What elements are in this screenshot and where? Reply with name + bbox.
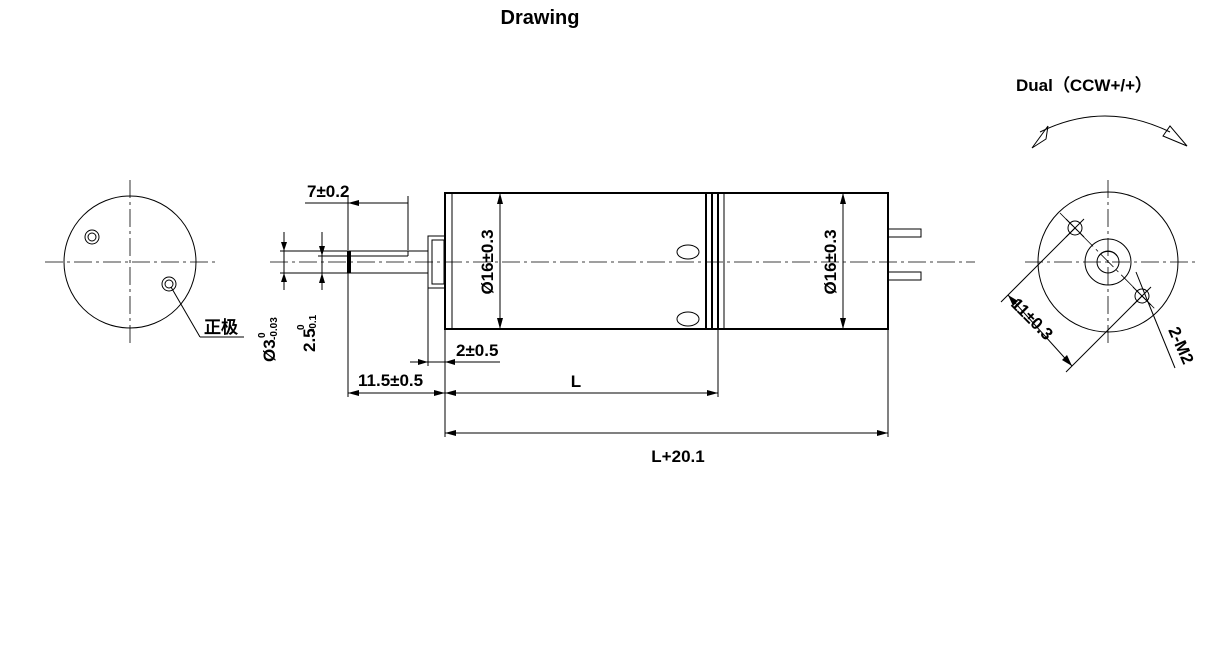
shaft-dia-arrow-bottom [281,273,287,282]
motor-dia-arrow-bottom [840,318,846,329]
terminal-hole-positive [161,276,177,292]
boss-length-label: 2±0.5 [456,341,498,360]
gearbox-hole-upper [676,244,700,260]
total-length-arrow-l [445,430,456,436]
shaft-length-arrow-r [434,390,445,396]
positive-leader-line [170,286,201,338]
flat-length-label: 7±0.2 [307,182,349,201]
gearbox-length-label: L [571,372,581,391]
drawing-title: Drawing [501,7,580,29]
shaft-diameter-lower-tol: -0.03 [269,317,280,340]
gearbox-length-arrow-r [707,390,718,396]
shaft-diameter-upper-tol: 0 [257,332,268,338]
shaft-length-arrow-l [348,390,359,396]
pitch-ext-lower [1065,295,1143,373]
flat-height-arrow-top [319,246,325,256]
positive-pole-label: 正极 [204,318,238,337]
m2-leader-to-center [1135,271,1149,303]
m2-leader-line [1147,301,1176,369]
flat-height-main: 2.5 [300,328,319,352]
motor-diameter-label: Ø16±0.3 [821,229,840,294]
mount-holes-diagonal [1059,212,1158,312]
shaft-diameter-main: Ø3 [260,339,279,362]
boss-length-arrow-l [418,359,428,365]
pitch-arrow-lower [1062,355,1072,366]
terminal-lower [887,271,922,281]
gearbox-dia-arrow-bottom [497,318,503,329]
shaft-diameter-label: Ø3 [260,339,279,362]
flat-height-lower-tol: -0.1 [308,314,319,332]
motor-body [717,192,889,330]
total-length-arrow-r [877,430,888,436]
pitch-arrow-upper [1008,295,1018,306]
boss-length-arrow-r [445,359,455,365]
shaft-dia-arrow-top [281,242,287,251]
rotation-arrow-right [1162,125,1188,147]
gearbox-dia-arrow-top [497,193,503,204]
front-end-view: Dual（CCW+/+） 11±0.3 2-M2 [1000,75,1197,373]
rotation-label: Dual（CCW+/+） [1016,75,1152,95]
total-length-label: L+20.1 [651,447,704,466]
terminal-hole-negative [84,229,100,245]
flat-height-upper-tol: 0 [296,324,307,330]
flat-height-arrow-bottom [319,273,325,283]
flat-length-arrow [348,200,359,206]
gearbox-length-arrow-l [445,390,456,396]
pitch-dimline [1007,294,1073,367]
gearbox-hole-lower [676,311,700,327]
shaft-tip [347,251,351,273]
front-boss-circle [1084,238,1132,286]
rotation-arc [1039,115,1171,133]
hole-pitch-label: 11±0.3 [1007,294,1056,343]
pitch-ext-upper [1000,227,1076,303]
front-shaft-flat [1098,250,1118,257]
mount-hole-lower [1134,288,1150,304]
terminal-upper [887,228,922,238]
rotation-arrow-left [1031,125,1049,149]
mount-holes-label: 2-M2 [1164,324,1197,367]
side-view: Ø16±0.3 Ø16±0.3 7±0.2 Ø3 0 -0.03 2.5 0 -… [257,182,975,466]
shaft-length-label: 11.5±0.5 [358,371,423,390]
terminal-hole-negative-inner [87,232,97,242]
flat-height-label: 2.5 [300,328,319,352]
rear-end-view: 正极 [45,180,244,344]
gearbox-diameter-label: Ø16±0.3 [478,229,497,294]
motor-dia-arrow-top [840,193,846,204]
terminal-hole-positive-inner [164,279,174,289]
mount-hole-upper [1067,220,1083,236]
